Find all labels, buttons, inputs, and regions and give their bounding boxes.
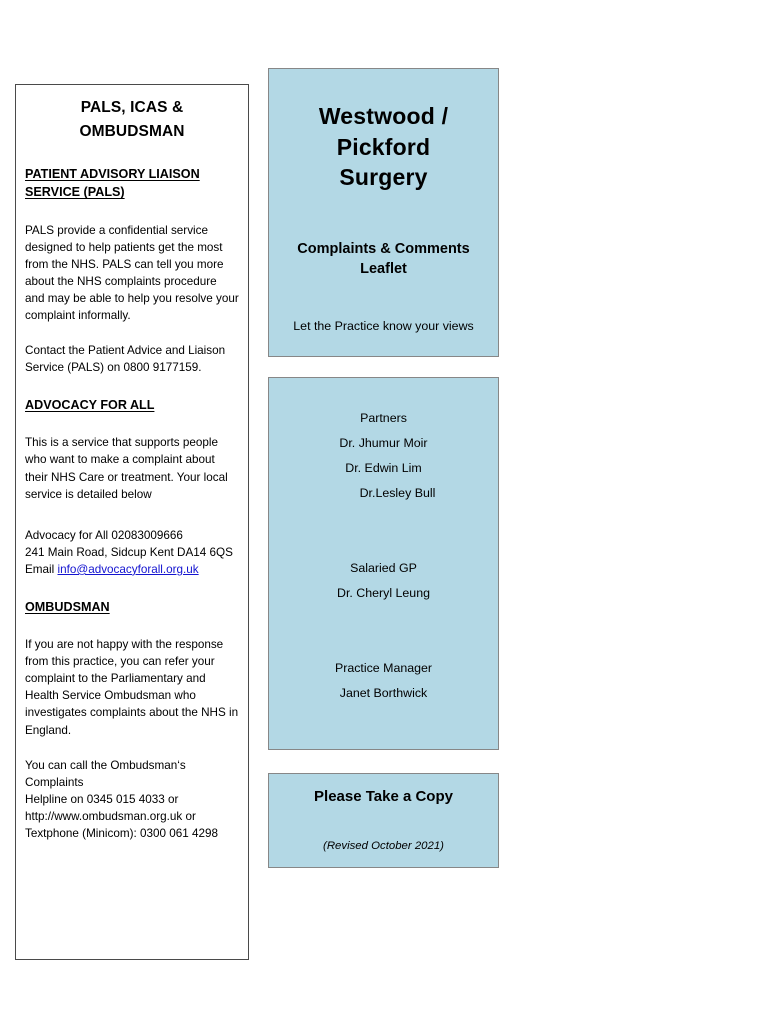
pals-paragraph-2: Contact the Patient Advice and Liaison S… [25,343,226,375]
practice-name-line1: Westwood / Pickford [318,103,449,160]
panel-title-line1: PALS, ICAS & [80,99,184,116]
spacer [269,612,498,637]
practice-manager-name: Janet Borthwick [339,686,428,700]
take-a-copy-title: Please Take a Copy [314,788,453,805]
partners-heading: Partners [360,411,407,425]
email-label: Email [25,562,58,576]
take-a-copy-box: Please Take a Copy (Revised October 2021… [268,773,499,868]
spacer [25,616,239,636]
ombudsman-textphone-line: Textphone (Minicom): 0300 061 4298 [25,826,218,840]
practice-staff-box: Partners Dr. Jhumur Moir Dr. Edwin Lim D… [268,377,499,750]
advocacy-email-link[interactable]: info@advocacyforall.org.uk [57,562,199,576]
pals-heading-line1: PATIENT ADVISORY LIAISON [25,167,200,181]
advocacy-contact-line-2: 241 Main Road, Sidcup Kent DA14 6QS [25,545,233,559]
practice-name-line2: Surgery [339,164,428,191]
spacer [25,376,239,396]
leaflet-title-line2: Leaflet [360,261,407,278]
spacer [269,637,498,662]
pals-paragraph-1: PALS provide a confidential service desi… [25,223,239,322]
salaried-gp-heading: Salaried GP [350,561,417,575]
spacer [25,202,239,222]
spacer [269,512,498,537]
partner-name: Dr. Edwin Lim [345,461,422,475]
partner-name: Dr.Lesley Bull [359,486,436,500]
spacer [269,378,498,412]
advocacy-contact-line-1: Advocacy for All 02083009666 [25,528,183,542]
pals-icas-ombudsman-panel: PALS, ICAS & OMBUDSMAN PATIENT ADVISORY … [15,84,249,960]
advocacy-email-line: Email info@advocacyforall.org.uk [25,561,239,578]
spacer [25,503,239,527]
spacer [25,578,239,598]
advocacy-paragraph-1: This is a service that supports people w… [25,436,228,501]
staff-list: Partners Dr. Jhumur Moir Dr. Edwin Lim D… [269,412,498,712]
leaflet-title-line1: Complaints & Comments [297,240,470,257]
revision-date: (Revised October 2021) [323,839,444,852]
practice-manager-heading: Practice Manager [334,661,433,675]
pals-heading-line2: SERVICE (PALS) [25,185,125,200]
advocacy-heading: ADVOCACY FOR ALL [25,398,155,413]
spacer [269,537,498,562]
spacer [25,414,239,434]
leaflet-header-box: Westwood / Pickford Surgery Complaints &… [268,68,499,357]
ombudsman-helpline-line-1: You can call the Ombudsman‘s Complaints [25,758,186,789]
spacer [25,324,239,342]
ombudsman-website-line: http://www.ombudsman.org.uk or [25,809,196,823]
spacer [25,143,239,165]
panel-title-line2: OMBUDSMAN [79,123,185,140]
ombudsman-helpline-line-2: Helpline on 0345 015 4033 or [25,792,179,806]
ombudsman-paragraph-1: If you are not happy with the response f… [25,638,239,737]
partner-name: Dr. Jhumur Moir [339,436,428,450]
salaried-gp-name: Dr. Cheryl Leung [337,586,430,600]
ombudsman-heading: OMBUDSMAN [25,599,110,614]
spacer [25,739,239,757]
leaflet-subtitle: Let the Practice know your views [293,318,474,333]
